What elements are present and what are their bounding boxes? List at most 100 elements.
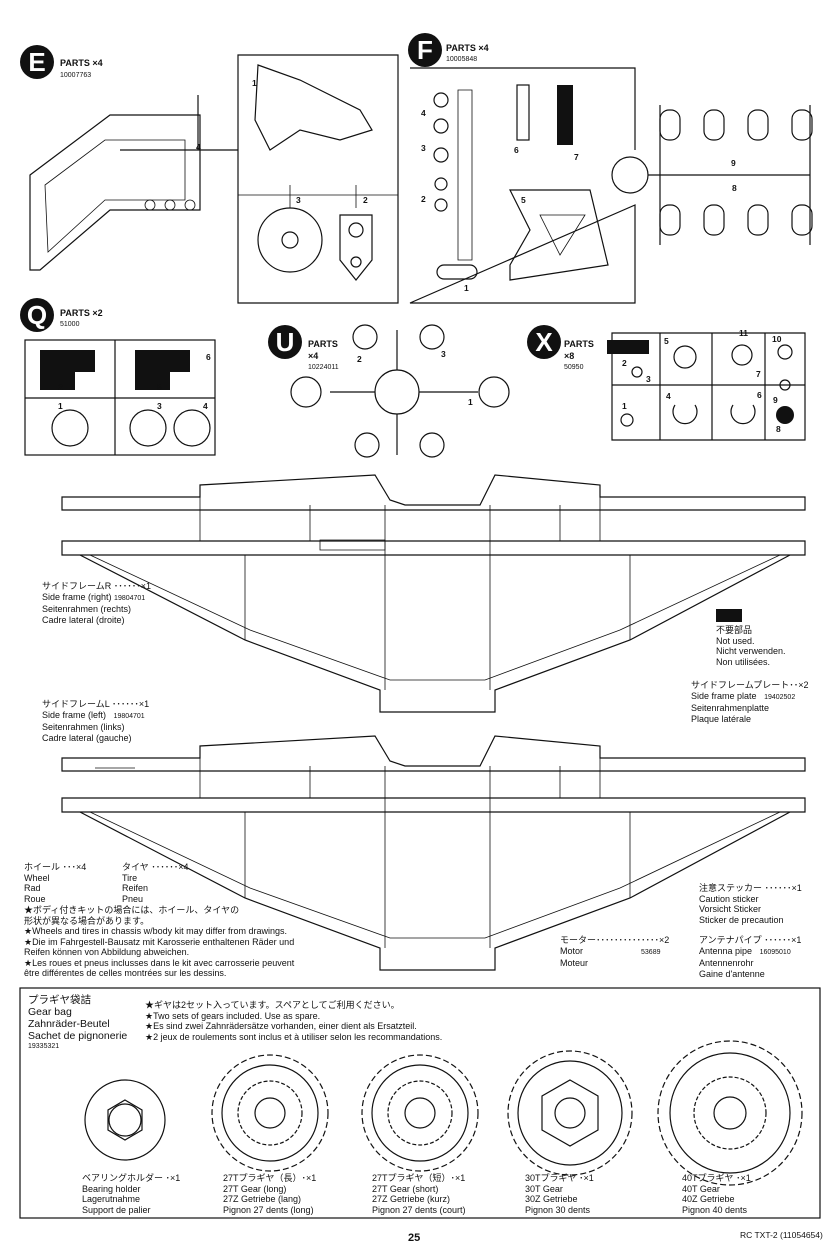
gear-label-27t-short: 27Tプラギヤ（短）･×1 27T Gear (short) 27Z Getri…: [372, 1173, 466, 1215]
side-frame-left-en: Side frame (left): [42, 709, 107, 720]
gear-label-fr: Pignon 40 dents: [682, 1204, 748, 1215]
parts-f-num-3: 3: [421, 143, 426, 153]
parts-f-num-8: 8: [732, 183, 737, 193]
gear-label-27t-long: 27Tプラギヤ（長）･×1 27T Gear (long) 27Z Getrie…: [223, 1173, 316, 1215]
wheel-notes: ★ボディ付きキットの場合には、ホイール、タイヤの 形状が異なる場合があります。 …: [24, 905, 294, 979]
not-used-label: 不要部品 Not used. Nicht verwenden. Non util…: [716, 625, 786, 667]
parts-f-num-5: 5: [521, 195, 526, 205]
tire-fr: Pneu: [122, 893, 144, 904]
not-used-jp: 不要部品: [716, 625, 753, 635]
parts-f-num-7: 7: [574, 152, 579, 162]
parts-x-qty: ×8: [564, 351, 575, 361]
side-frame-left-code: 19804701: [113, 712, 145, 720]
parts-tree-u-drawing: [290, 324, 510, 458]
caution-sticker-fr: Sticker de precaution: [699, 914, 784, 925]
parts-x-num-1: 1: [622, 401, 627, 411]
gear-label-jp: 40Tプラギヤ ･×1: [682, 1173, 751, 1183]
parts-u-num-1: 1: [468, 397, 473, 407]
wheel-note: ★Les roues et pneus inclusses dans le ki…: [24, 957, 295, 968]
parts-x-num-8: 8: [776, 424, 781, 434]
parts-e-num-1: 1: [252, 78, 257, 88]
gear-label-de: 40Z Getriebe: [682, 1194, 735, 1204]
parts-x-num-6: 6: [757, 390, 762, 400]
parts-x-num-3: 3: [646, 374, 651, 384]
motor-fr: Moteur: [560, 958, 589, 968]
parts-tree-f-drawing: [409, 67, 813, 304]
wheel-fr: Roue: [24, 893, 46, 904]
gear-label-de: 30Z Getriebe: [525, 1194, 578, 1204]
not-used-swatch: [716, 609, 742, 622]
gear-label-en: 27T Gear (long): [223, 1183, 287, 1194]
parts-x-num-4: 4: [666, 391, 671, 401]
antenna-code: 16095010: [759, 948, 791, 956]
parts-e-num-4: 4: [196, 142, 201, 152]
tire-de: Reifen: [122, 883, 149, 893]
parts-x-num-9: 9: [773, 395, 778, 405]
motor-jp: モーター･･････････････×2: [560, 935, 670, 945]
parts-e-num-3: 3: [296, 195, 301, 205]
gear-label-fr: Pignon 27 dents (long): [223, 1204, 314, 1215]
model-code: RC TXT-2 (11054654): [740, 1230, 823, 1240]
side-frame-right-drawing: [61, 474, 806, 713]
parts-q-num-4: 4: [203, 401, 208, 411]
parts-f-badge: F: [408, 33, 442, 67]
parts-tree-e-drawing: [29, 54, 399, 304]
parts-e-code: 10007763: [60, 72, 92, 79]
gear-label-en: 30T Gear: [525, 1183, 563, 1194]
parts-u-num-2: 2: [357, 354, 362, 364]
wheel-label: ホイール ･･･×4 Wheel Rad Roue: [24, 862, 86, 904]
side-frame-right-jp: サイドフレームR ･･････×1: [42, 581, 151, 591]
gear-label-30t: 30Tプラギヤ ･×1 30T Gear 30Z Getriebe Pignon…: [525, 1173, 594, 1215]
wheel-note: ★Wheels and tires in chassis w/body kit …: [24, 926, 287, 936]
parts-f-num-6: 6: [514, 145, 519, 155]
gear-label-jp: 27Tプラギヤ（短）･×1: [372, 1173, 466, 1183]
gear-notes: ★ギヤは2セット入っています。スペアとしてご利用ください。 ★Two sets …: [145, 1000, 442, 1042]
wheel-de: Rad: [24, 883, 41, 893]
parts-x-title: PARTS: [564, 339, 594, 349]
gear-bag-en: Gear bag: [28, 1006, 72, 1018]
side-frame-plate-fr: Plaque latérale: [691, 713, 752, 724]
parts-q-code: 51000: [60, 321, 80, 328]
gear-label-de: 27Z Getriebe (kurz): [372, 1194, 451, 1204]
tire-en: Tire: [122, 872, 138, 883]
gear-label-jp: 27Tプラギヤ（長）･×1: [223, 1173, 317, 1183]
side-frame-left-fr: Cadre lateral (gauche): [42, 732, 132, 743]
parts-q-num-6: 6: [206, 352, 211, 362]
parts-e-title: PARTS ×4: [60, 58, 103, 68]
parts-u-num-3: 3: [441, 349, 446, 359]
parts-f-num-2: 2: [421, 194, 426, 204]
gear-note: ★Two sets of gears included. Use as spar…: [145, 1010, 321, 1021]
parts-q-badge: Q: [20, 298, 54, 332]
gear-label-jp: ベアリングホルダー ･×1: [82, 1173, 181, 1183]
parts-q-num-2: 2: [58, 382, 63, 392]
not-used-de: Nicht verwenden.: [716, 646, 786, 656]
gear-bag-code: 19335321: [28, 1043, 60, 1050]
tire-jp: タイヤ ･･････×4: [122, 862, 189, 872]
parts-x-num-10: 10: [772, 334, 782, 344]
gear-label-de: Lagerutnahme: [82, 1194, 141, 1204]
parts-u-badge: U: [268, 325, 302, 359]
parts-q-title: PARTS ×2: [60, 308, 103, 318]
gear-label-40t: 40Tプラギヤ ･×1 40T Gear 40Z Getriebe Pignon…: [682, 1173, 751, 1215]
not-used-en: Not used.: [716, 635, 755, 646]
side-frame-right-code: 19804701: [114, 594, 146, 602]
wheel-note: ★ボディ付きキットの場合には、ホイール、タイヤの: [24, 905, 240, 915]
parts-u-code: 10224011: [308, 364, 339, 371]
parts-tree-x-drawing: [607, 332, 806, 441]
gear-label-fr: Pignon 27 dents (court): [372, 1204, 466, 1215]
wheel-note: 形状が異なる場合があります。: [24, 915, 150, 926]
gear-label-en: 40T Gear: [682, 1183, 720, 1194]
motor-en: Motor: [560, 945, 584, 956]
parts-x-badge: X: [527, 325, 561, 359]
side-frame-right-en: Side frame (right): [42, 591, 112, 602]
caution-sticker-jp: 注意ステッカー ･･････×1: [699, 883, 802, 893]
parts-q-num-5: 5: [157, 382, 162, 392]
parts-u-qty: ×4: [308, 351, 319, 361]
gear-bag-fr: Sachet de pignonerie: [28, 1030, 128, 1042]
wheel-note: être différentes de celles montrées sur …: [24, 968, 227, 978]
parts-x-code: 50950: [564, 364, 584, 371]
parts-f-num-1: 1: [464, 283, 469, 293]
side-frame-left-label: サイドフレームL ･･････×1 Side frame (left) 1980…: [42, 699, 149, 743]
